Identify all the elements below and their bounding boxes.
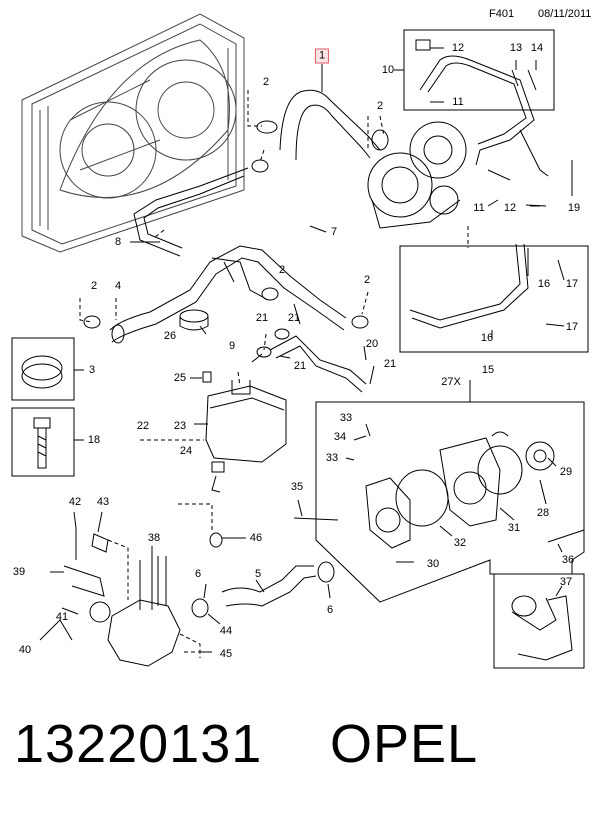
callout-43: 43 bbox=[96, 496, 110, 508]
callout-22: 22 bbox=[136, 420, 150, 432]
callout-32: 32 bbox=[453, 537, 467, 549]
expansion-tank-drawing bbox=[202, 371, 287, 493]
callout-11: 11 bbox=[473, 202, 485, 214]
part-number: 13220131 bbox=[14, 714, 263, 774]
callout-11: 11 bbox=[452, 96, 464, 108]
callout-21: 21 bbox=[287, 312, 301, 324]
callout-40: 40 bbox=[18, 644, 32, 656]
callout-33: 33 bbox=[339, 412, 353, 424]
solid-leaders bbox=[39, 47, 573, 653]
callout-12: 12 bbox=[451, 42, 465, 54]
callout-6: 6 bbox=[194, 568, 202, 580]
callout-21: 21 bbox=[293, 360, 307, 372]
callout-2: 2 bbox=[278, 264, 286, 276]
callout-37: 37 bbox=[559, 576, 573, 588]
callout-46: 46 bbox=[249, 532, 263, 544]
sheet-date: 08/11/2011 bbox=[538, 8, 592, 20]
callout-18: 18 bbox=[87, 434, 101, 446]
callout-33: 33 bbox=[325, 452, 339, 464]
pipe-15-drawing bbox=[409, 243, 529, 329]
hose-8-drawing bbox=[133, 167, 249, 257]
callout-2: 2 bbox=[262, 76, 270, 88]
callout-17: 17 bbox=[565, 278, 579, 290]
callout-2: 2 bbox=[363, 274, 371, 286]
hose-20-drawing bbox=[269, 335, 367, 393]
hose-5-drawing bbox=[191, 561, 335, 618]
callout-26: 26 bbox=[163, 330, 177, 342]
pipe-10-drawing bbox=[415, 39, 549, 207]
hose-4-drawing bbox=[83, 245, 369, 344]
callout-23: 23 bbox=[173, 420, 187, 432]
callout-17: 17 bbox=[565, 321, 579, 333]
callout-24: 24 bbox=[179, 445, 193, 457]
callout-30: 30 bbox=[426, 558, 440, 570]
callout-35: 35 bbox=[290, 481, 304, 493]
callout-14: 14 bbox=[530, 42, 544, 54]
callout-27x: 27X bbox=[441, 376, 461, 388]
callout-15: 15 bbox=[481, 364, 495, 376]
parts-diagram bbox=[11, 13, 589, 669]
pump-37-drawing bbox=[511, 595, 573, 661]
callout-7: 7 bbox=[330, 226, 338, 238]
callout-3: 3 bbox=[88, 364, 96, 376]
callout-2: 2 bbox=[376, 100, 384, 112]
callout-box-27x bbox=[315, 401, 585, 603]
callout-4: 4 bbox=[114, 280, 122, 292]
callout-21: 21 bbox=[383, 358, 397, 370]
callout-38: 38 bbox=[147, 532, 161, 544]
callout-5: 5 bbox=[254, 568, 262, 580]
callout-16: 16 bbox=[537, 278, 551, 290]
callout-box-15 bbox=[399, 245, 589, 353]
callout-box-3 bbox=[11, 337, 75, 401]
callout-20: 20 bbox=[365, 338, 379, 350]
upper-hose-drawing bbox=[251, 89, 389, 173]
callout-31: 31 bbox=[507, 522, 521, 534]
bolt-18-drawing bbox=[33, 417, 51, 469]
callout-28: 28 bbox=[536, 507, 550, 519]
callout-36: 36 bbox=[561, 554, 575, 566]
callout-box-18 bbox=[11, 407, 75, 477]
brand-name: OPEL bbox=[330, 714, 479, 774]
callout-10: 10 bbox=[381, 64, 395, 76]
radiator-drawing bbox=[21, 13, 245, 253]
water-pump-drawing bbox=[365, 431, 555, 549]
callout-45: 45 bbox=[219, 648, 233, 660]
callout-1: 1 bbox=[314, 48, 330, 64]
callout-box-37 bbox=[493, 573, 585, 669]
callout-16: 16 bbox=[480, 332, 494, 344]
callout-34: 34 bbox=[333, 431, 347, 443]
cap-26-drawing bbox=[179, 309, 209, 331]
bolt-35-drawing bbox=[293, 517, 339, 521]
callout-9: 9 bbox=[228, 340, 236, 352]
callout-21: 21 bbox=[255, 312, 269, 324]
callout-19: 19 bbox=[567, 202, 581, 214]
thermostat-housing-drawing bbox=[63, 528, 223, 667]
bolt-36-drawing bbox=[547, 529, 585, 543]
sheet-code: F401 bbox=[489, 8, 515, 20]
callout-39: 39 bbox=[12, 566, 26, 578]
turbo-housing-drawing bbox=[367, 121, 467, 229]
callout-44: 44 bbox=[219, 625, 233, 637]
callout-41: 41 bbox=[55, 611, 69, 623]
callout-42: 42 bbox=[68, 496, 82, 508]
callout-6: 6 bbox=[326, 604, 334, 616]
callout-8: 8 bbox=[114, 236, 122, 248]
dashed-leaders bbox=[79, 90, 469, 658]
callout-13: 13 bbox=[509, 42, 523, 54]
callout-2: 2 bbox=[90, 280, 98, 292]
clamp-3-drawing bbox=[21, 355, 63, 389]
callout-25: 25 bbox=[173, 372, 187, 384]
callout-12: 12 bbox=[503, 202, 517, 214]
callout-29: 29 bbox=[559, 466, 573, 478]
